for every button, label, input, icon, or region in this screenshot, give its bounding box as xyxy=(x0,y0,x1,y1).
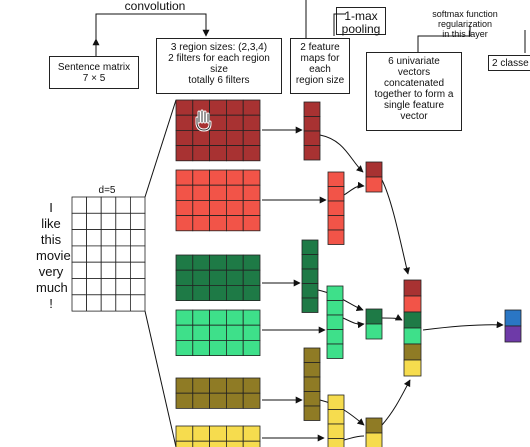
output-arrow xyxy=(422,321,504,331)
filter-light-green xyxy=(175,309,261,356)
concatenated-vector xyxy=(403,279,422,377)
softmax-label: softmax function regularization in this … xyxy=(432,9,498,39)
output-classes xyxy=(504,309,522,343)
pooled-pair-red xyxy=(365,161,383,193)
pooling-bracket xyxy=(333,13,346,36)
concat-arrow-3 xyxy=(381,379,411,426)
univariate-vectors-box: 6 univariate vectors concatenated togeth… xyxy=(366,52,462,131)
feature-map-light-green xyxy=(326,285,344,359)
fan-top xyxy=(144,99,177,198)
convolution-label: convolution xyxy=(124,0,186,13)
feature-map-yellow xyxy=(327,394,345,447)
feature-maps-box: 2 feature maps for each region size xyxy=(290,38,350,94)
pooled-pair-green xyxy=(365,308,383,340)
word-6: ! xyxy=(49,296,53,311)
pool-curve-4 xyxy=(342,317,365,329)
pool-curve-5 xyxy=(319,399,365,426)
feature-map-olive xyxy=(303,347,321,421)
feature-map-red xyxy=(327,171,345,245)
dimension-label: d=5 xyxy=(98,185,116,196)
concat-arrow-2 xyxy=(381,314,403,321)
region-sizes-box: 3 region sizes: (2,3,4) 2 filters for ea… xyxy=(156,38,282,94)
word-5: much xyxy=(36,280,68,295)
word-0: I xyxy=(49,200,53,215)
filter-olive xyxy=(175,377,261,409)
pool-curve-1 xyxy=(319,134,364,173)
sentence-matrix-box: Sentence matrix 7 × 5 xyxy=(49,56,139,89)
pool-curve-6 xyxy=(343,435,365,441)
filter-yellow xyxy=(175,425,261,447)
pool-curve-2 xyxy=(343,181,365,196)
word-2: this xyxy=(40,232,62,247)
hand-cursor-icon xyxy=(195,109,212,132)
sentence-matrix-grid xyxy=(71,196,146,312)
feature-map-dark-red xyxy=(303,101,321,161)
concat-arrow-1 xyxy=(381,179,410,275)
pooled-pair-yellow xyxy=(365,417,383,447)
word-1: like xyxy=(41,216,61,231)
word-4: very xyxy=(38,264,64,279)
filter-dark-green xyxy=(175,254,261,301)
softmax-bracket xyxy=(417,26,471,52)
feature-map-dark-green xyxy=(301,239,319,313)
max-pooling-box: 1-max pooling xyxy=(336,7,386,36)
pool-curve-3 xyxy=(317,289,364,312)
fan-bottom xyxy=(144,310,177,447)
convolution-bracket xyxy=(95,13,210,39)
filter-dark-red xyxy=(175,99,261,162)
classes-box: 2 classe xyxy=(488,55,530,71)
word-3: movie xyxy=(36,248,71,263)
filter-red xyxy=(175,169,261,232)
